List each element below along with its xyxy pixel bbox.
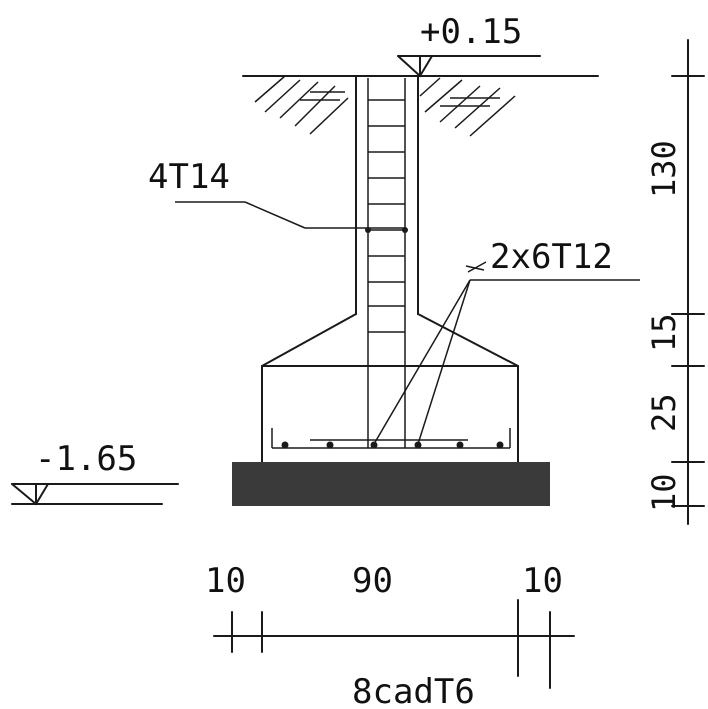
bottom-level-label: -1.65 [35, 439, 137, 479]
blinding-layer [232, 462, 550, 506]
dim-right-label: 10 [522, 561, 563, 601]
column-rebar [367, 78, 406, 448]
dim-v-haunch-label: 15 [645, 313, 683, 352]
column-stirrups [365, 99, 408, 333]
horizontal-dimension: 10 90 10 [205, 561, 575, 689]
dim-v-column-label: 130 [645, 140, 683, 198]
column-rebar-label: 4T14 [148, 157, 230, 197]
soil-hatch-left [254, 75, 349, 135]
bottom-level-marker: -1.65 [11, 439, 179, 506]
soil-hatch-right [419, 77, 516, 137]
top-level-marker: +0.15 [242, 12, 599, 78]
footing-rebar-label: 2x6T12 [490, 237, 613, 277]
column [355, 75, 419, 315]
dim-v-blinding-label: 10 [645, 473, 683, 512]
footing-rebar-callout: 2x6T12 [373, 237, 640, 445]
dim-v-footing-label: 25 [645, 393, 683, 432]
vertical-dimension: 130 15 25 10 [645, 39, 705, 525]
stirrups-label: 8cadT6 [352, 672, 475, 709]
top-level-label: +0.15 [420, 12, 522, 52]
footing-rebar [271, 428, 511, 449]
footing [261, 313, 519, 463]
dim-middle-label: 90 [352, 561, 393, 601]
column-rebar-callout: 4T14 [148, 157, 405, 229]
dim-left-label: 10 [205, 561, 246, 601]
